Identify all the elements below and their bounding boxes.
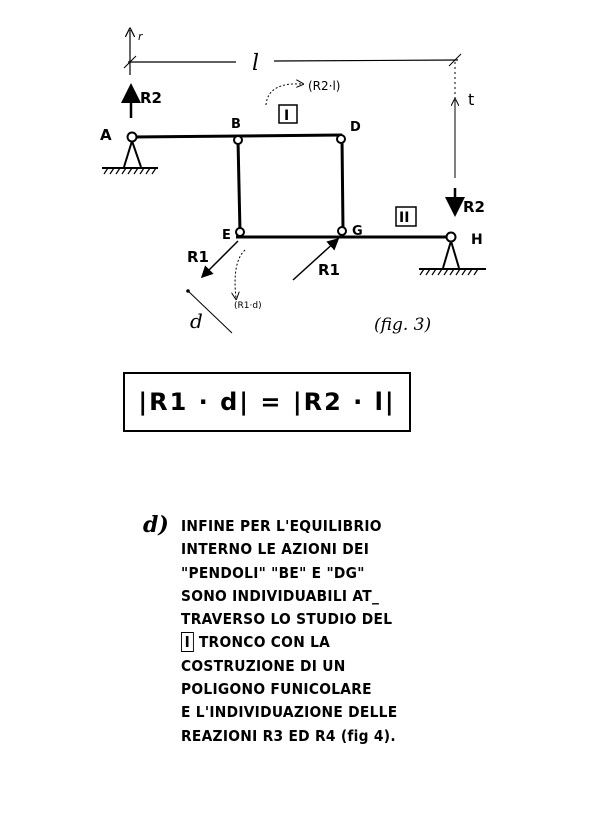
r1-right-label: R1 <box>318 261 340 279</box>
r-label: r <box>138 30 144 43</box>
hinge-D <box>336 134 346 144</box>
distance-d-end <box>186 289 190 293</box>
tick <box>123 55 137 69</box>
distance-d-line <box>186 289 233 334</box>
t-label: t <box>468 90 474 109</box>
hinge-A <box>126 131 138 143</box>
moment-arrow-top <box>265 84 302 106</box>
moment-bottom-label: (R1·d) <box>234 301 262 311</box>
node-A-label: A <box>100 126 112 144</box>
r2-right-label: R2 <box>463 198 485 216</box>
note-line: TRAVERSO LO STUDIO DEL <box>181 610 393 629</box>
pendulum-BE <box>236 139 242 233</box>
r1-left-label: R1 <box>187 248 209 266</box>
note-line: COSTRUZIONE DI UN <box>181 656 346 675</box>
note-line: REAZIONI R3 ED R4 (fig 4). <box>181 726 396 745</box>
d-label: d <box>190 309 203 333</box>
node-H-label: H <box>471 232 483 248</box>
hinge-G <box>337 226 347 236</box>
note-line: SONO INDIVIDUABILI AT_ <box>181 586 380 605</box>
node-G-label: G <box>352 224 363 239</box>
r2-left-label: R2 <box>140 89 162 107</box>
equilibrium-formula: |R1 · d| = |R2 · l| <box>123 372 411 432</box>
hinge-B <box>233 135 243 145</box>
support-A <box>102 140 158 175</box>
support-H <box>419 240 486 276</box>
r1-arrow-right <box>292 237 340 281</box>
note-line: "PENDOLI" "BE" E "DG" <box>181 563 365 582</box>
note-marker: d) <box>143 512 169 538</box>
trunk-II-box <box>395 206 417 227</box>
node-D-label: D <box>350 120 361 135</box>
node-B-label: B <box>231 117 241 132</box>
note-line: E L'INDIVIDUAZIONE DELLE <box>181 703 398 722</box>
trunk-I-box-label: I <box>181 632 194 653</box>
moment-top-label: (R2·l) <box>308 79 340 93</box>
tick <box>448 53 462 67</box>
hinge-E <box>235 227 245 237</box>
moment-arrow-bottom <box>235 249 246 298</box>
dimension-line-l <box>273 59 459 62</box>
node-E-label: E <box>222 228 231 243</box>
hinge-H <box>445 231 457 243</box>
note-line: INFINE PER L'EQUILIBRIO <box>181 517 382 535</box>
pendulum-DG <box>340 137 345 231</box>
note-line-text: TRONCO CON LA <box>198 633 331 652</box>
note-line: I TRONCO CON LA <box>181 631 475 654</box>
l-label: l <box>252 51 259 76</box>
note-line: POLIGONO FUNICOLARE <box>181 680 372 699</box>
figure-caption: (fig. 3) <box>374 315 431 335</box>
r1-arrow-left <box>200 240 239 279</box>
trunk-I-box <box>278 104 298 124</box>
trunk-I-label: I <box>284 108 289 124</box>
note-line: INTERNO LE AZIONI DEI <box>181 540 370 559</box>
trunk-II-label: II <box>399 210 409 226</box>
